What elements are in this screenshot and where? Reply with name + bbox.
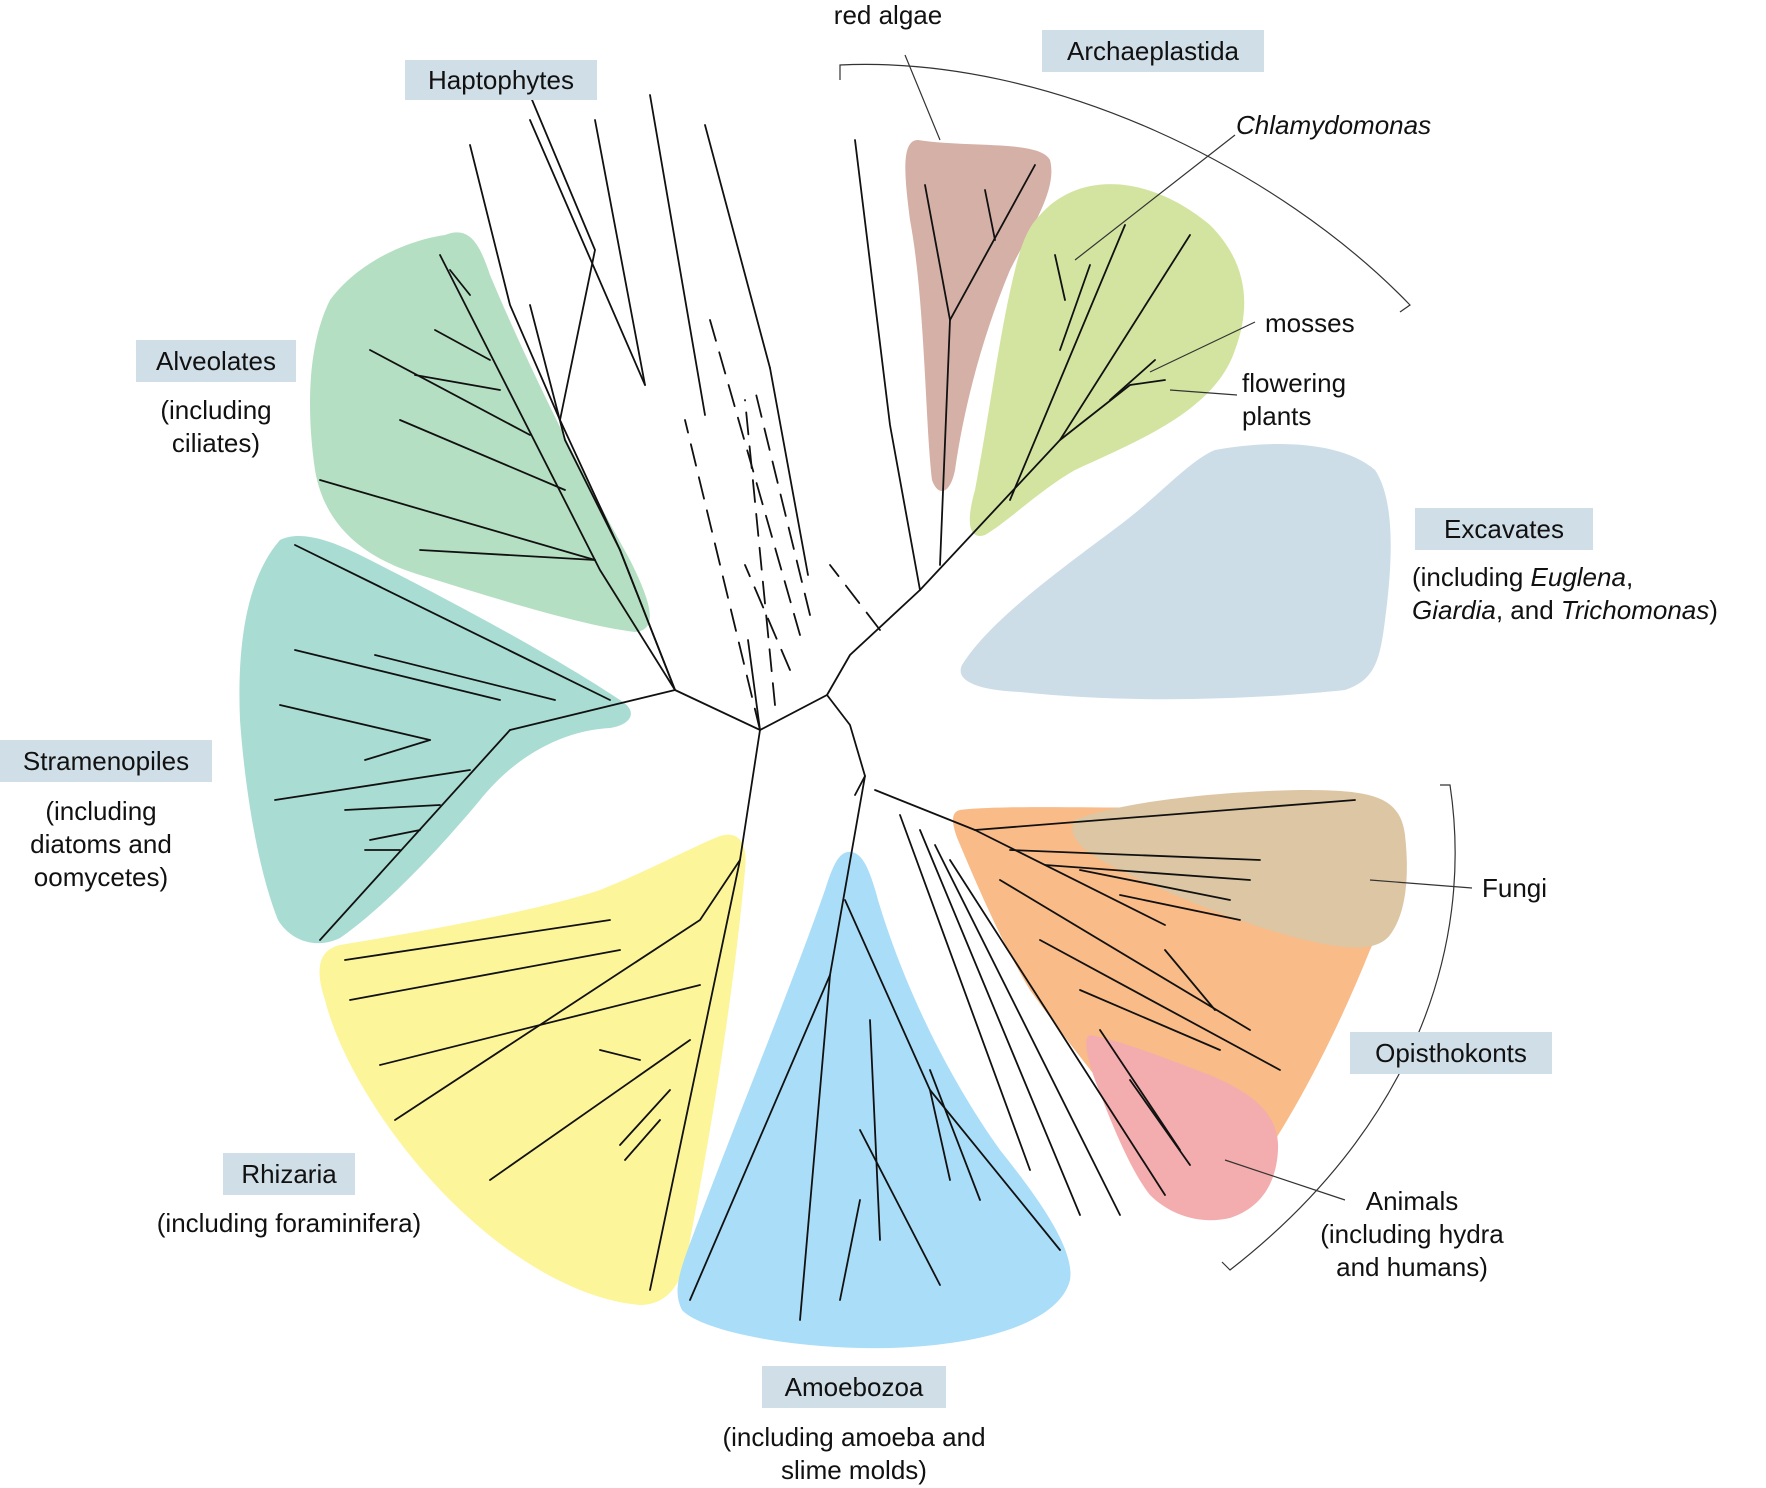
- chlamydomonas-leader: [1074, 134, 1236, 261]
- excavates-note-comma: ,: [1626, 562, 1633, 592]
- flowering-plants-label-line2: plants: [1242, 401, 1311, 431]
- stramenopiles-label: Stramenopiles: [23, 746, 189, 776]
- fungi-label: Fungi: [1482, 873, 1547, 903]
- haptophytes-label: Haptophytes: [428, 65, 574, 95]
- opisthokonts-label: Opisthokonts: [1375, 1038, 1527, 1068]
- alveolates-note-line1: (including: [160, 395, 271, 425]
- animals-label-line3: and humans): [1336, 1252, 1488, 1282]
- amoebozoa-note-line2: slime molds): [781, 1455, 927, 1485]
- archaeplastida-label-box: [1042, 30, 1264, 72]
- excavates-note-prefix: (including: [1412, 562, 1531, 592]
- alveolates-region: [310, 232, 650, 633]
- rhizaria-region: [319, 834, 746, 1305]
- mosses-leader: [1149, 321, 1256, 373]
- flowering-plants-leader: [1169, 389, 1238, 396]
- fungi-region: [1072, 790, 1407, 948]
- rhizaria-note-line1: (including foraminifera): [157, 1208, 421, 1238]
- alveolates-label-box: [136, 340, 296, 382]
- opisthokonts-label-box: [1350, 1032, 1552, 1074]
- amoebozoa-label-box: [762, 1366, 946, 1408]
- fungi-leader: [1369, 879, 1473, 889]
- amoebozoa-label: Amoebozoa: [785, 1372, 924, 1402]
- archaeplastida-bracket: [839, 63, 1411, 313]
- excavates-label-box: [1415, 508, 1593, 550]
- alveolates-label: Alveolates: [156, 346, 276, 376]
- excavates-note-line2: Giardia, and Trichomonas): [1412, 595, 1718, 625]
- rhizaria-label: Rhizaria: [241, 1159, 337, 1189]
- excavates-note-line1: (including Euglena,: [1412, 562, 1633, 592]
- tree-branches: [274, 94, 1356, 1321]
- chlamydomonas-label: Chlamydomonas: [1236, 110, 1431, 140]
- excavates-region: [960, 444, 1391, 700]
- excavates-note-close: ): [1709, 595, 1718, 625]
- haptophytes-label-box: [405, 60, 597, 100]
- stramenopiles-note-line3: oomycetes): [34, 862, 168, 892]
- trichomonas-name: Trichomonas: [1561, 595, 1709, 625]
- animals-label-line2: (including hydra: [1320, 1219, 1504, 1249]
- green-plants-region: [969, 184, 1245, 536]
- archaeplastida-label: Archaeplastida: [1067, 36, 1240, 66]
- stramenopiles-note-line1: (including: [45, 796, 156, 826]
- red-algae-region: [905, 140, 1052, 492]
- stramenopiles-note-line2: diatoms and: [30, 829, 172, 859]
- animals-leader: [1224, 1159, 1346, 1201]
- stramenopiles-label-box: [0, 740, 212, 782]
- alveolates-note-line2: ciliates): [172, 428, 260, 458]
- amoebozoa-note-line1: (including amoeba and: [722, 1422, 985, 1452]
- excavates-label: Excavates: [1444, 514, 1564, 544]
- euglena-name: Euglena: [1531, 562, 1626, 592]
- red-algae-label: red algae: [834, 0, 942, 30]
- rhizaria-label-box: [223, 1153, 355, 1195]
- giardia-name: Giardia: [1412, 595, 1496, 625]
- animals-label-line1: Animals: [1366, 1186, 1458, 1216]
- mosses-label: mosses: [1265, 308, 1355, 338]
- red-algae-leader: [904, 54, 941, 141]
- flowering-plants-label-line1: flowering: [1242, 368, 1346, 398]
- excavates-note-and: , and: [1496, 595, 1561, 625]
- stramenopiles-region: [239, 535, 631, 944]
